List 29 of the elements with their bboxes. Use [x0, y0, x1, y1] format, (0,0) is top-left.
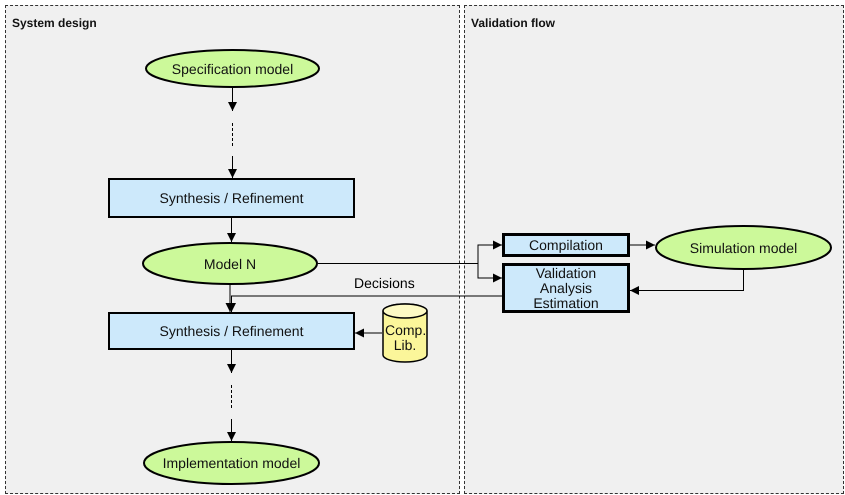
- dashed-panel: [5, 5, 460, 494]
- library-cylinder: [382, 303, 428, 363]
- node-label: Compilation: [529, 237, 603, 253]
- arrow: [354, 328, 382, 338]
- node-label: Validation Analysis Estimation: [532, 266, 600, 310]
- node-label: Comp. Lib.: [385, 323, 425, 353]
- panel-heading: System design: [12, 16, 97, 30]
- arrow: [228, 88, 237, 178]
- arrow: [630, 240, 656, 250]
- process-box: [502, 233, 630, 257]
- arrow: [227, 350, 236, 442]
- model-ellipse: [145, 49, 320, 88]
- edge-label: Decisions: [352, 275, 417, 291]
- node-label: Synthesis / Refinement: [160, 190, 304, 206]
- node-label: Implementation model: [162, 455, 300, 471]
- process-box: [108, 178, 355, 218]
- process-box: [108, 312, 355, 350]
- node-label: Simulation model: [690, 240, 798, 256]
- model-ellipse: [655, 225, 832, 270]
- node-label: Specification model: [172, 60, 294, 76]
- arrow: [630, 270, 744, 295]
- arrow: [227, 218, 236, 242]
- model-ellipse: [143, 441, 320, 485]
- model-ellipse: [142, 242, 318, 285]
- panel-heading: Validation flow: [471, 16, 556, 30]
- dashed-panel: [464, 5, 844, 494]
- process-box: [502, 263, 630, 313]
- node-label: Model N: [204, 256, 256, 272]
- node-label: Synthesis / Refinement: [160, 323, 304, 339]
